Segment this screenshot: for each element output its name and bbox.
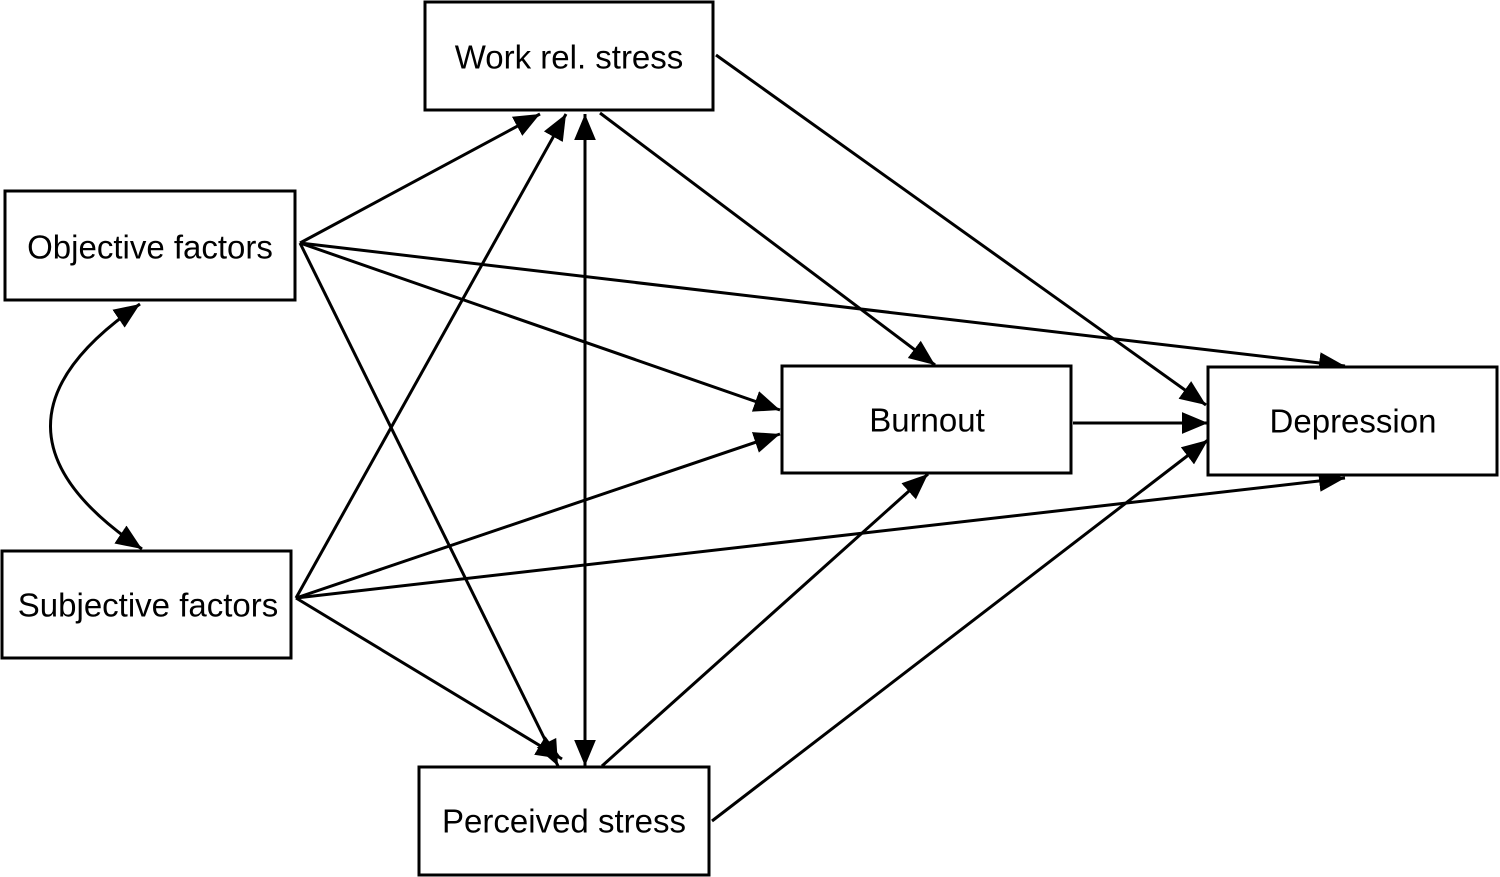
edge-perceived-stress-to-burnout	[600, 472, 930, 768]
edge-objective-to-perceived-stress	[298, 242, 560, 767]
edge-subjective-to-work-stress	[294, 113, 568, 599]
edge-objective-to-work-stress	[299, 112, 541, 245]
edge-objective-to-burnout	[299, 241, 781, 412]
node-label: Objective factors	[27, 229, 273, 266]
node-subjective-factors: Subjective factors	[0, 549, 293, 660]
edge-subjective-to-perceived-stress	[295, 596, 563, 761]
edge-perceived-stress-to-depression	[711, 438, 1209, 823]
node-label: Work rel. stress	[455, 39, 684, 76]
edge-subjective-to-burnout	[295, 432, 781, 600]
node-work-rel-stress: Work rel. stress	[423, 0, 715, 112]
edges-layer	[49, 53, 1346, 823]
edge-subjective-to-depression	[295, 470, 1346, 600]
node-label: Depression	[1270, 403, 1437, 440]
node-label: Subjective factors	[18, 587, 278, 624]
edge-objective-to-depression	[299, 241, 1346, 374]
edge-covariance-objective-subjective	[49, 302, 143, 551]
node-label: Burnout	[869, 402, 985, 439]
edge-work-stress-to-burnout	[599, 111, 936, 367]
edge-work-stress-to-depression	[715, 53, 1207, 407]
node-perceived-stress: Perceived stress	[417, 765, 711, 877]
node-depression: Depression	[1206, 365, 1499, 477]
node-burnout: Burnout	[780, 364, 1073, 475]
node-objective-factors: Objective factors	[3, 189, 297, 302]
node-label: Perceived stress	[442, 803, 686, 840]
